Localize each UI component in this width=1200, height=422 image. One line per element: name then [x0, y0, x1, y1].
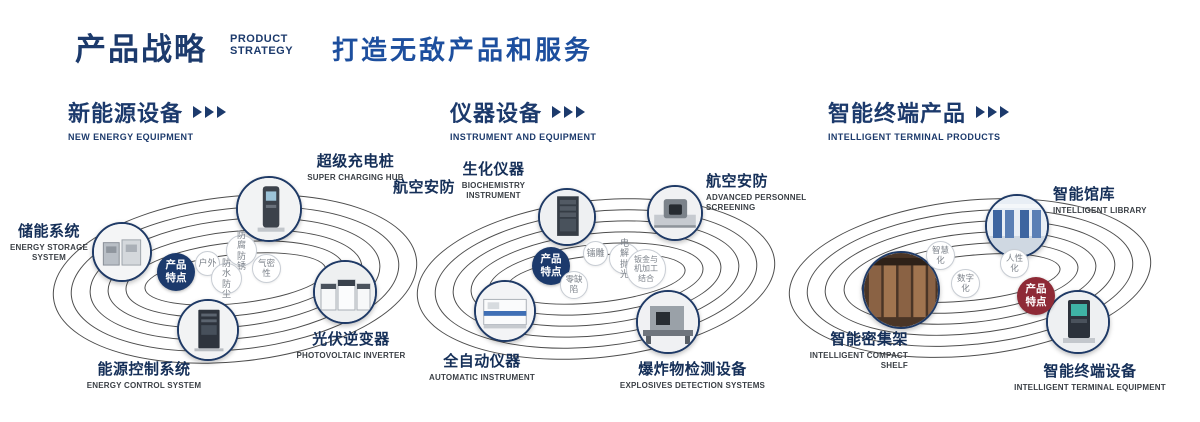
- node-label-en: EXPLOSIVES DETECTION SYSTEMS: [619, 381, 766, 390]
- biochemistry-instrument-node: [538, 188, 596, 246]
- section-title: 新能源设备: [68, 101, 184, 126]
- triple-arrow-icon: [193, 106, 229, 118]
- node-label-energy-storage: 储能系统 ENERGY STORAGE SYSTEM: [8, 220, 90, 264]
- node-label-en: BIOCHEMISTRY INSTRUMENT: [461, 181, 526, 201]
- node-label-en: INTELLIGENT COMPACT SHELF: [809, 351, 908, 371]
- section-header-new-energy: 新能源设备 NEW ENERGY EQUIPMENT: [68, 96, 229, 142]
- product-features-badge-label: 产品特点: [1025, 283, 1047, 308]
- node-label-en: ENERGY CONTROL SYSTEM: [86, 381, 202, 390]
- node-label-cn: 生化仪器: [462, 161, 525, 178]
- node-label-en: INTELLIGENT LIBRARY: [1053, 206, 1147, 215]
- section-subtitle: NEW ENERGY EQUIPMENT: [68, 132, 194, 142]
- terminal-equipment-node: [1046, 290, 1110, 354]
- biochemistry-instrument-image: [540, 190, 594, 244]
- node-label-compact-shelf: 智能密集架 INTELLIGENT COMPACT SHELF: [788, 328, 908, 372]
- super-charging-hub-image: [238, 178, 300, 240]
- energy-storage-node: [92, 222, 152, 282]
- photovoltaic-inverter-image: [315, 262, 375, 322]
- intelligent-library-image: [987, 196, 1047, 256]
- page-title: 产品战略: [75, 32, 207, 67]
- node-label-biochemistry: 生化仪器 BIOCHEMISTRY INSTRUMENT: [446, 158, 541, 202]
- page-title-en: PRODUCT STRATEGY: [230, 33, 293, 57]
- feature-tag: 镭雕: [583, 241, 608, 266]
- node-label-cn: 光伏逆变器: [312, 331, 390, 348]
- aviation-security-label: 航空安防: [393, 179, 456, 196]
- node-label-control-system: 能源控制系统 ENERGY CONTROL SYSTEM: [70, 358, 218, 391]
- node-label-cn: 智能馆库: [1053, 186, 1116, 203]
- node-label-cn: 全自动仪器: [443, 353, 521, 370]
- node-label-automatic: 全自动仪器 AUTOMATIC INSTRUMENT: [423, 350, 541, 383]
- section-title: 仪器设备: [450, 101, 543, 126]
- compact-shelf-image: [864, 253, 938, 327]
- page-title-en-line1: PRODUCT: [230, 33, 288, 45]
- section-subtitle: INSTRUMENT AND EQUIPMENT: [450, 132, 597, 142]
- node-label-en: ADVANCED PERSONNEL SCREENING: [706, 193, 807, 213]
- node-label-cn: 智能密集架: [830, 331, 908, 348]
- triple-arrow-icon: [552, 106, 588, 118]
- feature-tag: 钣金与机加工结合: [626, 249, 666, 289]
- section-header-terminals: 智能终端产品 INTELLIGENT TERMINAL PRODUCTS: [828, 96, 1012, 142]
- node-label-cn: 航空安防: [706, 173, 769, 190]
- triple-arrow-icon: [976, 106, 1012, 118]
- node-label-en: AUTOMATIC INSTRUMENT: [429, 373, 535, 382]
- page-title-en-line2: STRATEGY: [230, 45, 294, 57]
- terminal-equipment-image: [1048, 292, 1108, 352]
- node-label-cn: 能源控制系统: [97, 361, 191, 378]
- product-features-badge: 产品特点: [532, 247, 570, 285]
- node-label-cn: 智能终端设备: [1043, 363, 1137, 380]
- feature-tag: 智慧化: [926, 241, 955, 270]
- automatic-instrument-node: [474, 280, 536, 342]
- personnel-screening-node: [647, 185, 703, 241]
- compact-shelf-node: [862, 251, 940, 329]
- node-label-cn: 超级充电桩: [316, 153, 395, 170]
- automatic-instrument-image: [476, 282, 534, 340]
- feature-tag: 防腐防锈: [226, 230, 257, 271]
- node-label-explosives: 爆炸物检测设备 EXPLOSIVES DETECTION SYSTEMS: [605, 358, 780, 391]
- section-header-instruments: 仪器设备 INSTRUMENT AND EQUIPMENT: [450, 96, 596, 142]
- feature-tag: 零缺陷: [560, 271, 588, 299]
- feature-tag: 人性化: [1000, 249, 1029, 278]
- node-label-en: ENERGY STORAGE SYSTEM: [9, 243, 89, 263]
- node-label-en: INTELLIGENT TERMINAL EQUIPMENT: [1014, 383, 1166, 392]
- super-charging-hub-node: [236, 176, 302, 242]
- node-label-cn: 爆炸物检测设备: [638, 361, 747, 378]
- node-label-cn: 储能系统: [17, 223, 80, 240]
- section-title: 智能终端产品: [828, 101, 967, 126]
- node-label-screening: 航空安防 ADVANCED PERSONNEL SCREENING: [706, 170, 821, 214]
- energy-storage-image: [94, 224, 150, 280]
- intelligent-library-node: [985, 194, 1049, 258]
- explosives-detection-node: [636, 290, 700, 354]
- node-label-library: 智能馆库 INTELLIGENT LIBRARY: [1053, 183, 1168, 216]
- feature-tag: 数字化: [951, 269, 980, 298]
- node-label-en: SUPER CHARGING HUB: [307, 173, 404, 182]
- section-subtitle: INTELLIGENT TERMINAL PRODUCTS: [828, 132, 1001, 142]
- node-label-inverter: 光伏逆变器 PHOTOVOLTAIC INVERTER: [286, 328, 416, 361]
- feature-tag: 防水防尘: [211, 258, 242, 299]
- node-label-terminal-equipment: 智能终端设备 INTELLIGENT TERMINAL EQUIPMENT: [1000, 360, 1180, 393]
- feature-tag: 气密性: [252, 254, 281, 283]
- product-features-badge: 产品特点: [157, 253, 195, 291]
- tagline: 打造无敌产品和服务: [332, 35, 594, 65]
- energy-control-system-image: [179, 301, 237, 359]
- product-features-badge-label: 产品特点: [540, 253, 562, 278]
- energy-control-system-node: [177, 299, 239, 361]
- node-label-en: PHOTOVOLTAIC INVERTER: [296, 351, 406, 360]
- product-features-badge: 产品特点: [1017, 277, 1055, 315]
- explosives-detection-image: [638, 292, 698, 352]
- personnel-screening-image: [649, 187, 701, 239]
- photovoltaic-inverter-node: [313, 260, 377, 324]
- product-features-badge-label: 产品特点: [165, 259, 187, 284]
- node-label-charging-hub: 超级充电桩 SUPER CHARGING HUB: [293, 150, 418, 183]
